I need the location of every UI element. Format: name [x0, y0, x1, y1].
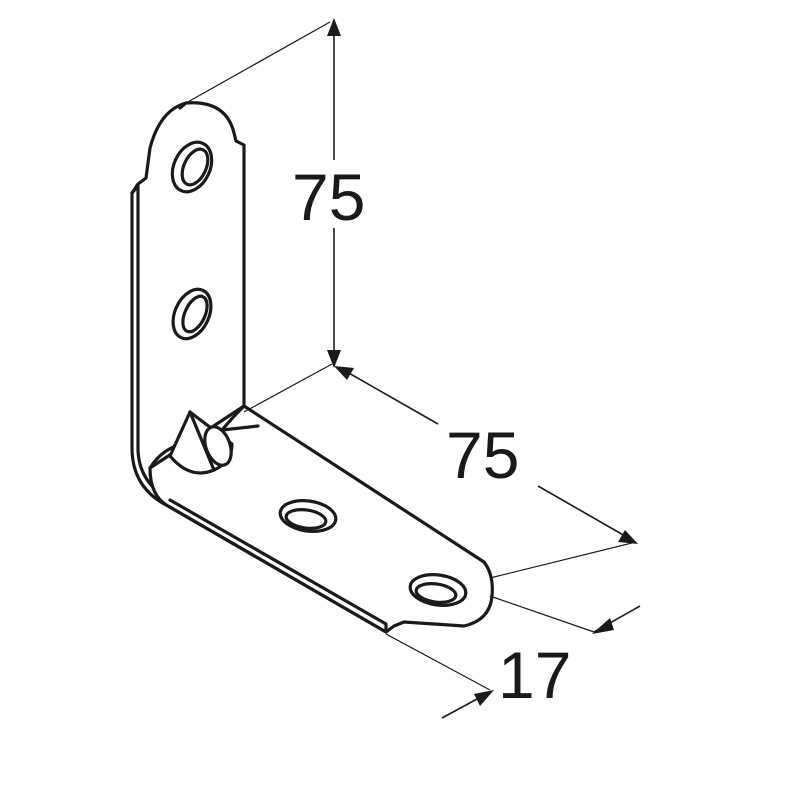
upper-hole [170, 140, 214, 194]
extension-line-bottom [243, 363, 333, 413]
horizontal-leg-edge [166, 498, 388, 634]
base-hole-2 [408, 573, 468, 607]
dimension-height: 75 [185, 18, 376, 413]
dimension-width: 17 [385, 595, 641, 719]
length-arrow-end [618, 530, 638, 544]
width-extension-line-2 [489, 595, 595, 633]
height-label: 75 [292, 160, 365, 234]
middle-hole [171, 287, 213, 341]
length-arrow-line-2 [537, 485, 633, 541]
horizontal-leg [148, 404, 494, 634]
length-arrow-start [334, 366, 354, 380]
length-label: 75 [446, 418, 519, 492]
dimension-length: 75 [334, 366, 638, 579]
height-arrow-up [327, 18, 341, 36]
angle-bracket [130, 101, 494, 634]
height-arrow-down [327, 350, 341, 368]
stiffening-rib [168, 410, 234, 475]
extension-line-end [489, 541, 637, 579]
width-extension-line-1 [385, 633, 491, 691]
base-hole-1 [278, 499, 338, 533]
width-arrow-lower-head [474, 690, 494, 706]
width-label: 17 [498, 638, 571, 712]
length-arrow-line-1 [339, 367, 439, 425]
vertical-leg-top-edge [178, 101, 188, 110]
width-arrow-upper-head [592, 618, 614, 634]
extension-line-top [185, 21, 331, 104]
